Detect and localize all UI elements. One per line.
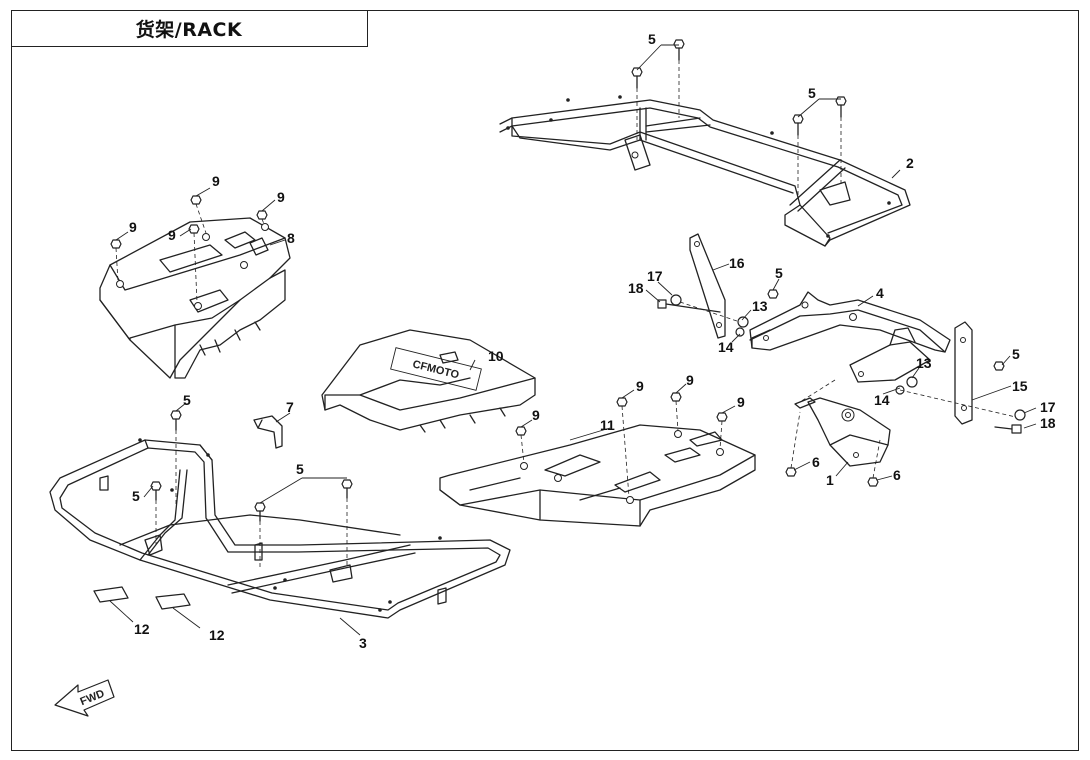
callout-13: 13 bbox=[752, 298, 768, 314]
callout-5: 5 bbox=[183, 392, 191, 408]
title-block: 货架/RACK bbox=[11, 10, 368, 47]
callout-9: 9 bbox=[129, 219, 137, 235]
spacers-left bbox=[657, 294, 749, 337]
part-4-mount-beam bbox=[749, 291, 951, 353]
bolts-5-frame3 bbox=[143, 402, 353, 568]
spacers-right bbox=[767, 289, 1026, 434]
callout-9: 9 bbox=[168, 227, 176, 243]
callout-13: 13 bbox=[916, 355, 932, 371]
callout-9: 9 bbox=[277, 189, 285, 205]
part-1-plate bbox=[794, 397, 891, 467]
callout-12: 12 bbox=[134, 621, 150, 637]
callout-5: 5 bbox=[1012, 346, 1020, 362]
callout-17: 17 bbox=[647, 268, 663, 284]
callout-9: 9 bbox=[686, 372, 694, 388]
callout-5: 5 bbox=[296, 461, 304, 477]
callout-6: 6 bbox=[893, 467, 901, 483]
bolts-9-cover8 bbox=[110, 187, 286, 303]
callout-5: 5 bbox=[648, 31, 656, 47]
part-16-upright bbox=[689, 233, 726, 339]
leaders-right bbox=[469, 169, 1037, 477]
callout-17: 17 bbox=[1040, 399, 1056, 415]
callout-7: 7 bbox=[286, 399, 294, 415]
part-11-front-cover bbox=[439, 424, 756, 527]
callout-14: 14 bbox=[874, 392, 890, 408]
callout-5: 5 bbox=[132, 488, 140, 504]
part-2-rear-rack-frame bbox=[499, 95, 911, 247]
part-3-front-rack-frame bbox=[49, 438, 511, 636]
callout-12: 12 bbox=[209, 627, 225, 643]
part-10-center-cover: CFMOTO bbox=[321, 329, 536, 433]
callout-4: 4 bbox=[876, 285, 884, 301]
bolts-6 bbox=[785, 411, 893, 487]
callout-15: 15 bbox=[1012, 378, 1028, 394]
callout-5: 5 bbox=[808, 85, 816, 101]
bolts-5-rack2 bbox=[631, 39, 847, 195]
callout-6: 6 bbox=[812, 454, 820, 470]
fwd-arrow-icon: FWD bbox=[54, 679, 115, 717]
part-8-rack-cover bbox=[99, 217, 291, 379]
part-12-pads bbox=[93, 586, 201, 629]
callout-9: 9 bbox=[737, 394, 745, 410]
callout-5: 5 bbox=[775, 265, 783, 281]
callout-9: 9 bbox=[212, 173, 220, 189]
part-15-upright bbox=[849, 321, 973, 425]
page-title: 货架/RACK bbox=[135, 18, 243, 41]
callout-18: 18 bbox=[628, 280, 644, 296]
callout-9: 9 bbox=[532, 407, 540, 423]
callout-2: 2 bbox=[906, 155, 914, 171]
callout-1: 1 bbox=[826, 472, 834, 488]
callout-18: 18 bbox=[1040, 415, 1056, 431]
bolts-9-cover11 bbox=[515, 383, 736, 498]
callout-14: 14 bbox=[718, 339, 734, 355]
drawing-frame bbox=[11, 10, 1079, 751]
callout-11: 11 bbox=[600, 417, 615, 433]
callout-3: 3 bbox=[359, 635, 367, 651]
part-7-bracket bbox=[253, 412, 291, 449]
callout-8: 8 bbox=[287, 230, 295, 246]
callout-10: 10 bbox=[488, 348, 504, 364]
callout-16: 16 bbox=[729, 255, 745, 271]
callout-9: 9 bbox=[636, 378, 644, 394]
